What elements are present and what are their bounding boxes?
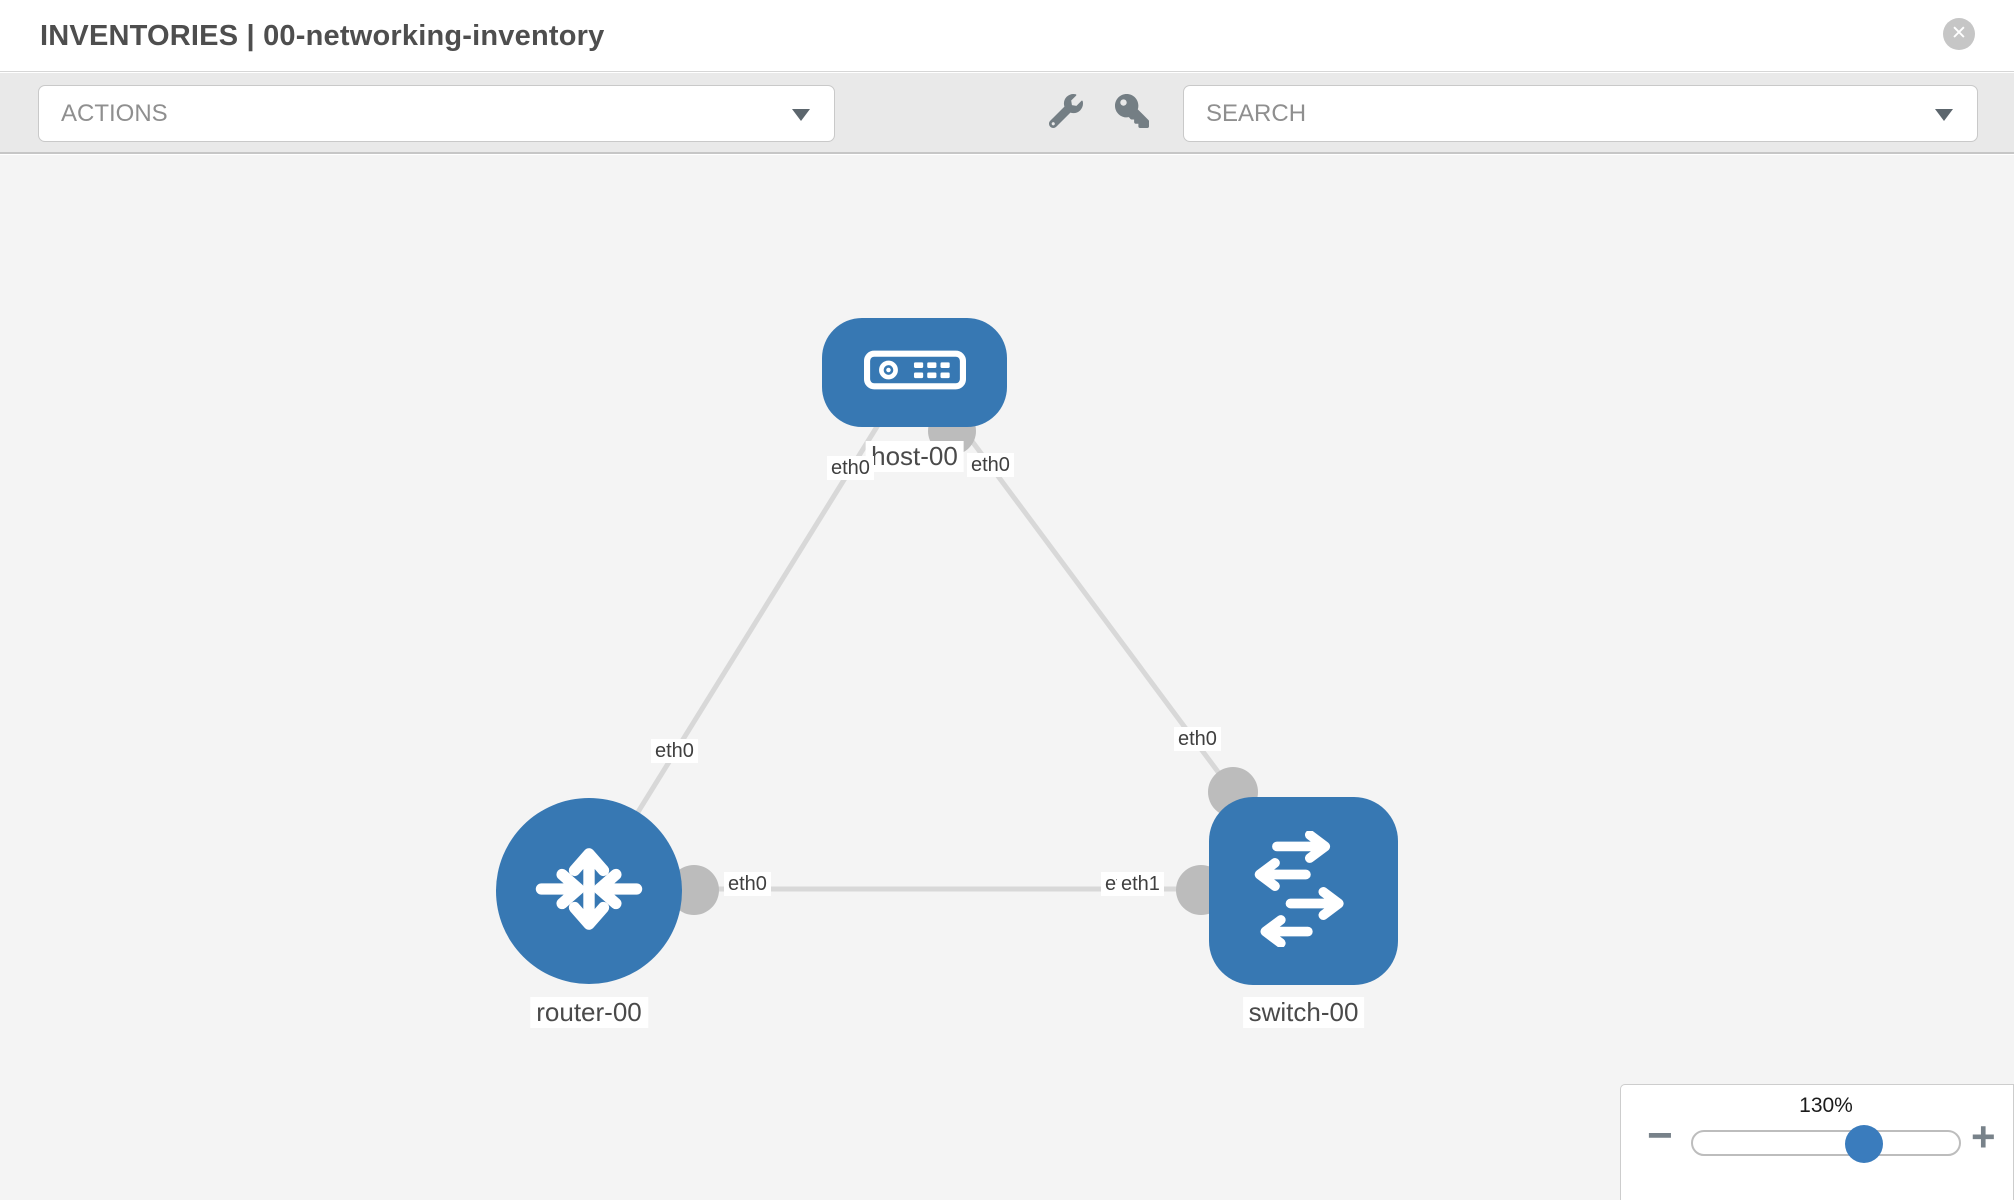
interface-label-host-eth0-right: eth0 (967, 453, 1014, 477)
configure-button[interactable] (1038, 85, 1094, 141)
interface-label-switch-eth1: eth1 (1117, 872, 1164, 896)
search-dropdown[interactable]: SEARCH (1183, 85, 1978, 142)
switch-icon (1246, 829, 1362, 952)
toolbar: ACTIONS SEARCH (0, 73, 2014, 154)
zoom-slider-track[interactable] (1691, 1130, 1961, 1156)
interface-label-switch-eth0-uplink: eth0 (1174, 727, 1221, 751)
router-icon (527, 827, 651, 956)
chevron-down-icon (1935, 109, 1953, 121)
header: INVENTORIES | 00-networking-inventory ✕ (0, 0, 2014, 72)
node-host-00[interactable]: host-00 (822, 318, 1007, 472)
zoom-level-value: 130% (1799, 1094, 1853, 1117)
credentials-button[interactable] (1104, 85, 1160, 141)
interface-label-host-eth0-left: eth0 (827, 456, 874, 480)
topology-canvas[interactable]: host-00 router-00 (0, 155, 2014, 1200)
topology-edges (586, 423, 1310, 893)
node-label-router-00: router-00 (530, 997, 648, 1028)
node-router-00[interactable]: router-00 (496, 798, 682, 1028)
actions-dropdown[interactable]: ACTIONS (38, 85, 835, 142)
zoom-slider-handle[interactable] (1845, 1125, 1883, 1163)
server-icon (863, 350, 966, 395)
zoom-in-button[interactable]: + (1971, 1113, 1996, 1160)
interface-label-router-eth0-uplink: eth0 (651, 739, 698, 763)
interface-label-router-eth0: eth0 (724, 872, 771, 896)
wrench-icon (1048, 93, 1083, 133)
key-icon (1115, 93, 1149, 133)
chevron-down-icon (792, 109, 810, 121)
node-label-switch-00: switch-00 (1242, 997, 1365, 1028)
search-dropdown-label: SEARCH (1206, 100, 1307, 127)
node-label-host-00: host-00 (865, 441, 964, 472)
page-title: INVENTORIES | 00-networking-inventory (40, 20, 605, 52)
node-switch-00[interactable]: switch-00 (1209, 797, 1398, 1028)
zoom-out-button[interactable]: − (1647, 1111, 1673, 1160)
actions-dropdown-label: ACTIONS (61, 100, 168, 127)
zoom-control-panel: 130% − + (1620, 1084, 2014, 1200)
close-icon[interactable]: ✕ (1943, 18, 1975, 50)
